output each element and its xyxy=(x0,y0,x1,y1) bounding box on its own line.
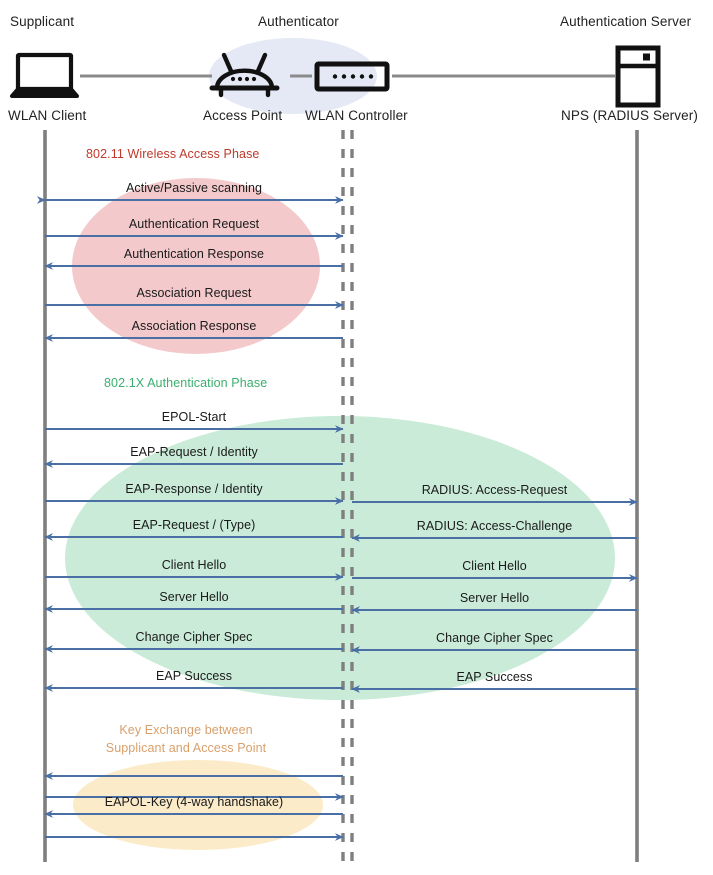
message-label: RADIUS: Access-Request xyxy=(421,483,568,497)
message-label: Active/Passive scanning xyxy=(126,181,262,195)
message-label: Change Cipher Spec xyxy=(135,630,253,644)
message-label: Association Request xyxy=(136,286,252,300)
message-label: EAP-Request / Identity xyxy=(130,445,258,459)
role-label-authenticator: Authenticator xyxy=(258,14,339,29)
phase-title-key-exchange-line2: Supplicant and Access Point xyxy=(105,741,267,756)
message-label: Server Hello xyxy=(459,591,530,605)
message-label: EPOL-Start xyxy=(161,410,227,424)
message-label: RADIUS: Access-Challenge xyxy=(416,519,573,533)
role-label-supplicant: Supplicant xyxy=(10,14,75,29)
message-label: Association Response xyxy=(131,319,257,333)
message-label: EAP Success xyxy=(456,670,533,684)
phase-title-key-exchange: Key Exchange between Supplicant and Acce… xyxy=(86,721,286,757)
access-point-icon xyxy=(209,52,280,98)
message-label: EAPOL-Key (4-way handshake) xyxy=(104,795,284,809)
phase-ellipse-dot1x xyxy=(65,416,615,700)
node-label-wlan-controller: WLAN Controller xyxy=(305,108,408,123)
node-label-wlan-client: WLAN Client xyxy=(8,108,87,123)
message-label: Client Hello xyxy=(462,559,527,573)
node-label-nps-radius-server: NPS (RADIUS Server) xyxy=(561,108,698,123)
message-arrow-layer xyxy=(37,196,638,841)
phase-title-wireless-access: 802.11 Wireless Access Phase xyxy=(86,147,260,161)
message-label: Change Cipher Spec xyxy=(436,631,553,645)
phase-ellipse-key-exchange xyxy=(73,760,323,850)
server-rack-icon xyxy=(615,45,661,108)
message-label: Client Hello xyxy=(161,558,227,572)
wlan-controller-icon xyxy=(314,61,390,92)
message-label: Authentication Request xyxy=(128,217,260,231)
message-label: EAP-Response / Identity xyxy=(125,482,263,496)
laptop-icon xyxy=(10,52,79,98)
node-label-access-point: Access Point xyxy=(203,108,283,123)
phase-title-key-exchange-line1: Key Exchange between xyxy=(119,723,253,737)
role-label-authentication-server: Authentication Server xyxy=(560,14,692,29)
access-point-leds xyxy=(230,76,257,82)
message-label: Server Hello xyxy=(159,590,229,604)
message-label: EAP Success xyxy=(155,669,233,683)
message-label: Authentication Response xyxy=(123,247,265,261)
phase-title-dot1x: 802.1X Authentication Phase xyxy=(104,376,268,390)
message-label: EAP-Request / (Type) xyxy=(132,518,256,532)
